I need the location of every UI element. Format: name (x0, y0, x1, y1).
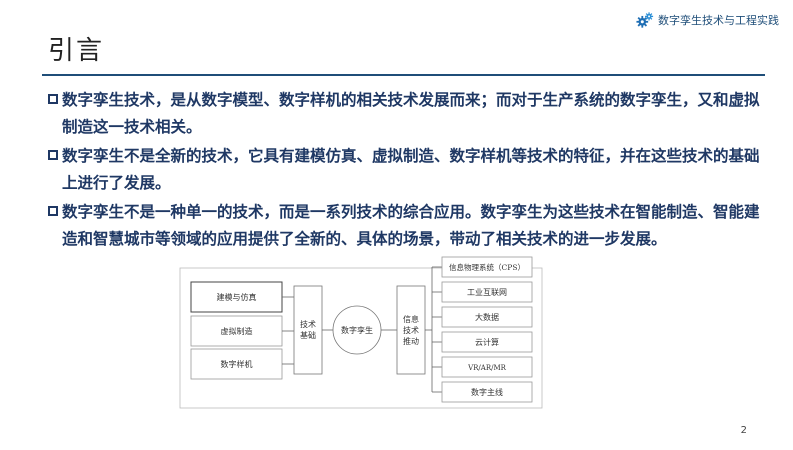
right-box-label: 数字主线 (471, 387, 503, 397)
right-box-big-data (441, 306, 533, 328)
left-box-virtual-manufacturing (190, 315, 283, 347)
brand-text: 数字孪生技术与工程实践 (658, 14, 779, 27)
right-box-label: 云计算 (475, 337, 499, 347)
right-box-vr-ar-mr (441, 356, 533, 378)
page-title: 引言 (48, 36, 105, 66)
title-divider (42, 74, 765, 76)
checkbox-bullet-icon (48, 94, 58, 104)
drive-box (396, 285, 426, 375)
drive-label: 技术 (403, 325, 419, 335)
right-box-cloud (441, 331, 533, 353)
drive-label: 信息 (403, 314, 419, 324)
bullet-item: 数字孪生不是全新的技术，它具有建模仿真、虚拟制造、数字样机等技术的特征，并在这些… (48, 142, 768, 196)
header-brand: 数字孪生技术与工程实践 (636, 10, 779, 30)
page-number: 2 (740, 425, 747, 436)
bullet-text: 数字孪生不是全新的技术，它具有建模仿真、虚拟制造、数字样机等技术的特征，并在这些… (62, 146, 760, 192)
right-box-digital-thread (441, 381, 533, 403)
bullet-list: 数字孪生技术，是从数字模型、数字样机的相关技术发展而来；而对于生产系统的数字孪生… (48, 86, 768, 254)
foundation-label: 技术 (300, 319, 316, 329)
bullet-item: 数字孪生不是一种单一的技术，而是一系列技术的综合应用。数字孪生为这些技术在智能制… (48, 198, 768, 252)
foundation-label: 基础 (300, 330, 316, 340)
bullet-text: 数字孪生技术，是从数字模型、数字样机的相关技术发展而来；而对于生产系统的数字孪生… (62, 90, 760, 136)
right-box-label: VR/AR/MR (467, 364, 507, 372)
right-box-label: 工业互联网 (467, 287, 507, 297)
checkbox-bullet-icon (48, 206, 58, 216)
bullet-text: 数字孪生不是一种单一的技术，而是一系列技术的综合应用。数字孪生为这些技术在智能制… (62, 202, 760, 248)
right-box-cps (441, 256, 533, 278)
left-box-label: 建模与仿真 (217, 292, 257, 302)
right-box-label: 信息物理系统（CPS） (449, 262, 525, 272)
left-box-digital-prototype (190, 348, 283, 380)
foundation-box (293, 285, 323, 375)
left-box-label: 虚拟制造 (221, 326, 253, 336)
right-box-label: 大数据 (475, 312, 499, 322)
drive-label: 推动 (403, 336, 419, 346)
bullet-item: 数字孪生技术，是从数字模型、数字样机的相关技术发展而来；而对于生产系统的数字孪生… (48, 86, 768, 140)
gear-icon (636, 12, 654, 28)
left-box-label: 数字样机 (221, 359, 253, 369)
checkbox-bullet-icon (48, 150, 58, 160)
center-label: 数字孪生 (341, 325, 373, 335)
right-box-industrial-internet (441, 281, 533, 303)
